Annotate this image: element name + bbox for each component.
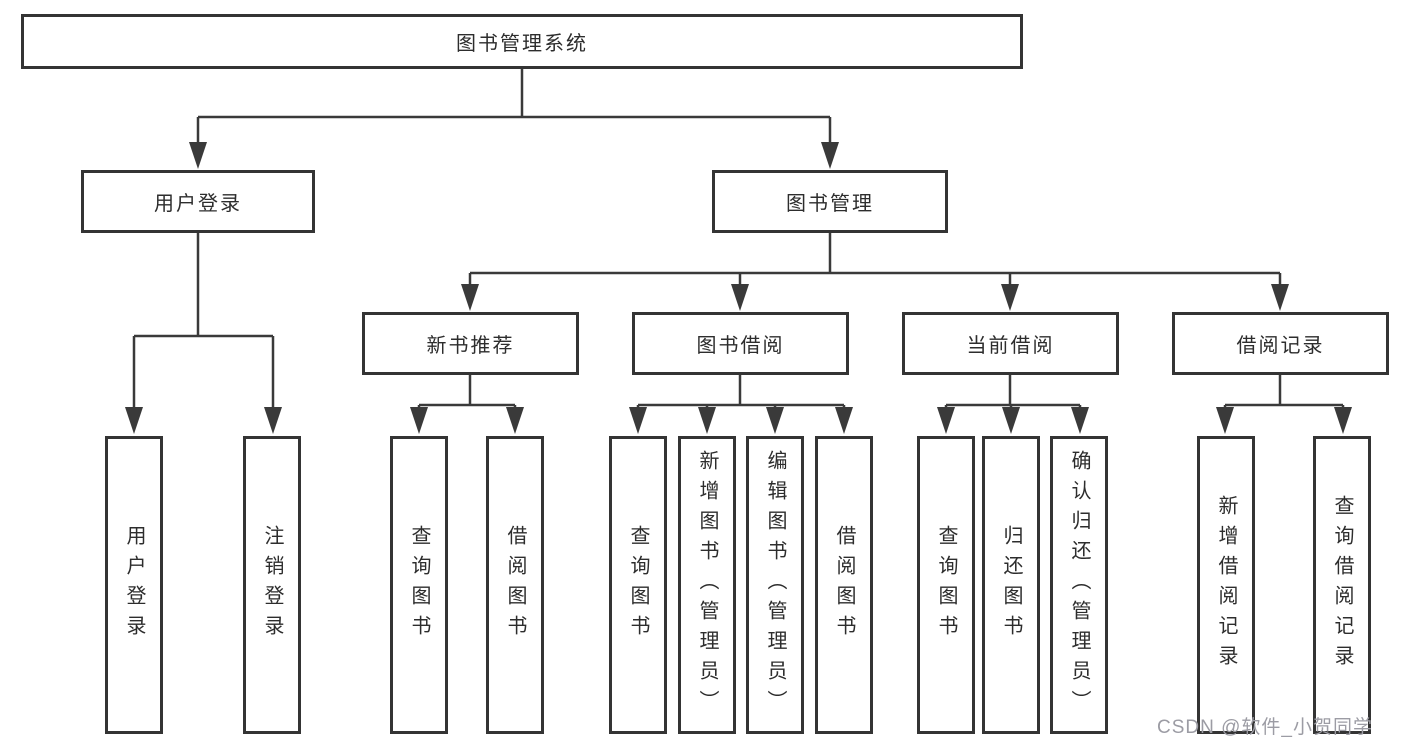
- node-borrow-records: 借阅记录: [1172, 312, 1389, 375]
- node-label: 借阅记录: [1236, 335, 1325, 357]
- node-book-borrow: 图书借阅: [632, 312, 849, 375]
- connector-root-to-level2: [189, 69, 839, 169]
- node-label: 查询图书: [627, 525, 649, 645]
- leaf-add-book-admin: 新增图书（管理员）: [678, 436, 736, 734]
- node-label: 图书借阅: [696, 335, 785, 357]
- node-label: 当前借阅: [966, 335, 1055, 357]
- node-label: 注销登录: [261, 525, 283, 645]
- leaf-user-login: 用户登录: [105, 436, 163, 734]
- leaf-logout: 注销登录: [243, 436, 301, 734]
- node-label: 确认归还（管理员）: [1068, 450, 1090, 720]
- node-label: 借阅图书: [833, 525, 855, 645]
- node-label: 新增图书（管理员）: [696, 450, 718, 720]
- connector-borrow-records-to-leaves: [1216, 375, 1352, 434]
- node-label: 查询图书: [408, 525, 430, 645]
- leaf-query-books-recommend: 查询图书: [390, 436, 448, 734]
- node-label: 查询借阅记录: [1331, 495, 1353, 675]
- node-label: 用户登录: [123, 525, 145, 645]
- node-label: 借阅图书: [504, 525, 526, 645]
- node-current-borrow: 当前借阅: [902, 312, 1119, 375]
- connector-book-management-to-level3: [461, 233, 1289, 311]
- leaf-edit-book-admin: 编辑图书（管理员）: [746, 436, 804, 734]
- connector-new-book-recommend-to-leaves: [410, 375, 524, 434]
- leaf-confirm-return-admin: 确认归还（管理员）: [1050, 436, 1108, 734]
- leaf-query-books-current: 查询图书: [917, 436, 975, 734]
- node-label: 编辑图书（管理员）: [764, 450, 786, 720]
- connector-user-login-to-leaves: [125, 233, 282, 434]
- leaf-query-borrow-record: 查询借阅记录: [1313, 436, 1371, 734]
- connector-book-borrow-to-leaves: [629, 375, 853, 434]
- node-new-book-recommend: 新书推荐: [362, 312, 579, 375]
- node-label: 新增借阅记录: [1215, 495, 1237, 675]
- node-label: 新书推荐: [426, 335, 515, 357]
- node-label: 归还图书: [1000, 525, 1022, 645]
- connector-current-borrow-to-leaves: [937, 375, 1089, 434]
- leaf-return-book: 归还图书: [982, 436, 1040, 734]
- leaf-borrow-books-recommend: 借阅图书: [486, 436, 544, 734]
- csdn-watermark: CSDN @软件_小贺同学: [1157, 717, 1373, 738]
- node-root-system: 图书管理系统: [21, 14, 1023, 69]
- node-label: 查询图书: [935, 525, 957, 645]
- node-label: 图书管理系统: [456, 33, 588, 55]
- leaf-query-books-borrow: 查询图书: [609, 436, 667, 734]
- leaf-add-borrow-record: 新增借阅记录: [1197, 436, 1255, 734]
- node-label: 用户登录: [154, 193, 242, 215]
- node-book-management: 图书管理: [712, 170, 948, 233]
- node-user-login: 用户登录: [81, 170, 315, 233]
- leaf-borrow-book: 借阅图书: [815, 436, 873, 734]
- node-label: 图书管理: [786, 193, 874, 215]
